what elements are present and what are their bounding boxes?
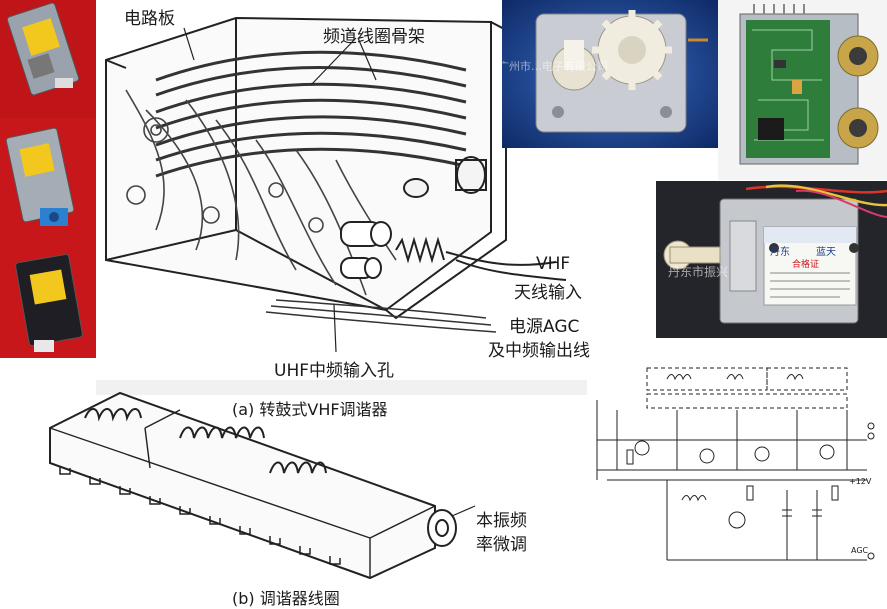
tuner-photo-red-2-art	[0, 118, 97, 248]
label-vhf-input-2: 天线输入	[514, 283, 582, 303]
label-agc-1: 电源AGC	[509, 317, 580, 337]
label-circuit-board: 电路板	[124, 9, 175, 29]
caption-a: (a) 转鼓式VHF调谐器	[232, 400, 388, 419]
label-fine-tune-2: 率微调	[476, 535, 527, 555]
label-coil-frame: 频道线圈骨架	[323, 27, 425, 47]
label-agc-2: 及中频输出线	[488, 341, 590, 361]
tuner-photo-red-1-art	[0, 0, 97, 118]
label-tuner-brand: 丹东	[770, 247, 790, 258]
tuner-photo-red-2	[0, 118, 97, 248]
label-uhf-if-input: UHF中频输入孔	[274, 361, 395, 381]
tuner-schematic-art	[596, 367, 875, 561]
pcb-tuner-art	[718, 0, 887, 180]
gear-tuner-art	[502, 0, 718, 148]
schematic-voltage: +12V	[849, 477, 872, 486]
gear-tuner-watermark: 广州市…电子有限公司	[502, 60, 608, 73]
pcb-tuner-photo	[718, 0, 887, 180]
label-vhf-input-1: VHF	[536, 254, 571, 274]
tuner-coil-drawing	[49, 391, 476, 580]
label-tuner-watermark: 丹东市振兴	[668, 265, 729, 279]
label-fine-tune-1: 本振频	[476, 511, 527, 531]
schematic-agc: AGC	[851, 546, 869, 555]
tuner-schematic: +12V AGC	[587, 360, 887, 607]
caption-b: (b) 调谐器线圈	[232, 589, 340, 608]
label-tuner-art	[656, 181, 887, 338]
tuner-photo-red-3	[0, 248, 97, 358]
label-tuner-cert: 合格证	[792, 260, 820, 270]
gear-tuner-photo: 广州市…电子有限公司	[502, 0, 718, 148]
tuner-photo-red-1	[0, 0, 97, 118]
label-tuner-photo: 丹东市振兴 丹东 蓝天 合格证	[656, 181, 887, 338]
label-tuner-brand2: 蓝天	[816, 247, 836, 258]
tuner-photo-red-3-art	[0, 248, 97, 358]
